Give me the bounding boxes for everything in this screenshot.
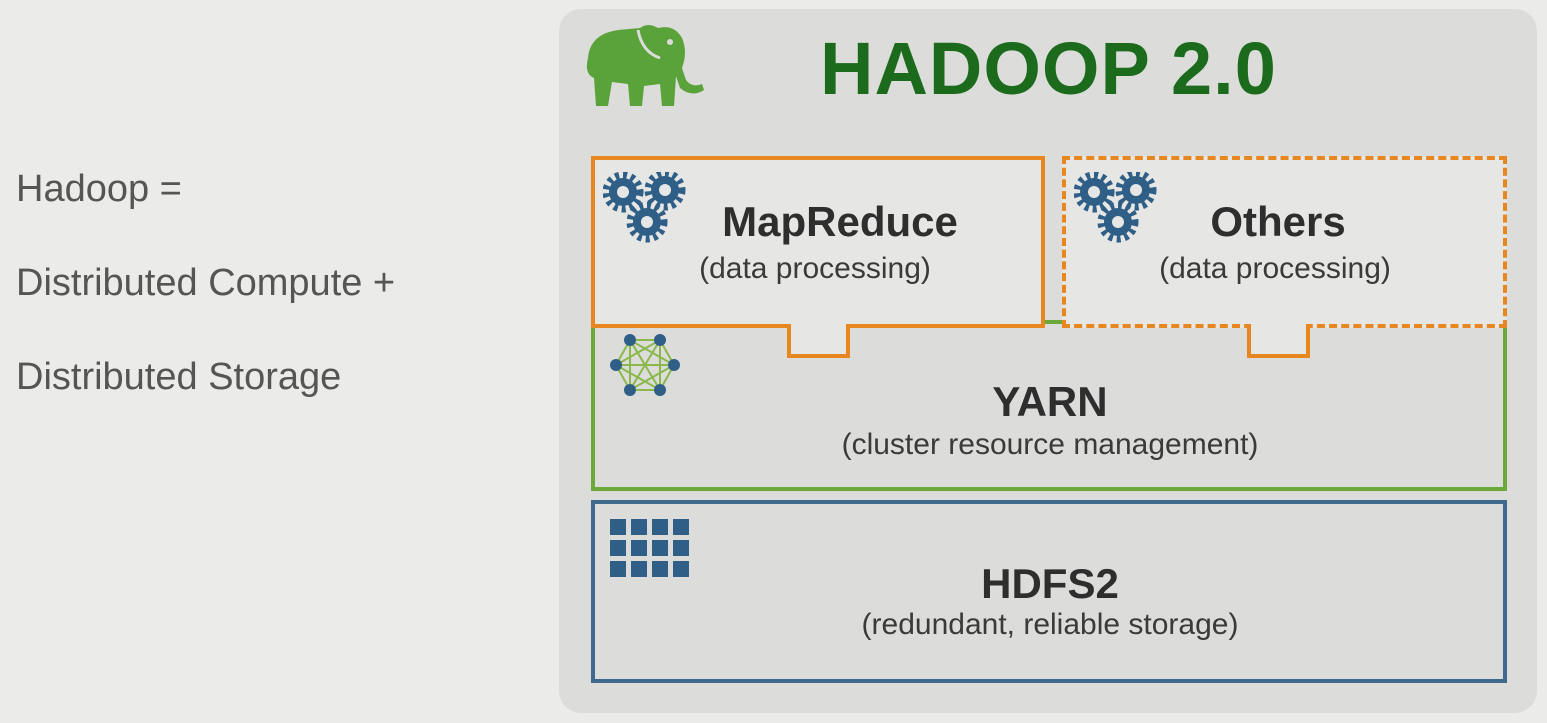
hdfs-box [591,500,1507,683]
others-connector-tab [1247,324,1310,358]
gears-icon [1074,172,1157,243]
others-heading: Others [1210,198,1346,245]
yarn-box [591,320,1507,491]
diagram-panel [559,9,1537,713]
mapreduce-heading: MapReduce [722,198,958,245]
yarn-heading: YARN [992,378,1108,425]
left-line-2: Distributed Compute + [16,262,396,304]
mapreduce-connector-tab [787,324,850,358]
diagram-title: HADOOP 2.0 [820,27,1277,110]
grid-icon [610,519,689,577]
left-line-3: Distributed Storage [16,356,342,398]
hdfs-heading: HDFS2 [981,560,1119,607]
yarn-subtitle: (cluster resource management) [841,428,1259,461]
network-icon [610,334,680,396]
elephant-icon [586,25,704,106]
left-line-1: Hadoop = [16,168,182,210]
others-subtitle: (data processing) [1159,252,1391,285]
mapreduce-subtitle: (data processing) [699,252,931,285]
hdfs-subtitle: (redundant, reliable storage) [861,608,1239,641]
gears-icon [603,172,686,243]
